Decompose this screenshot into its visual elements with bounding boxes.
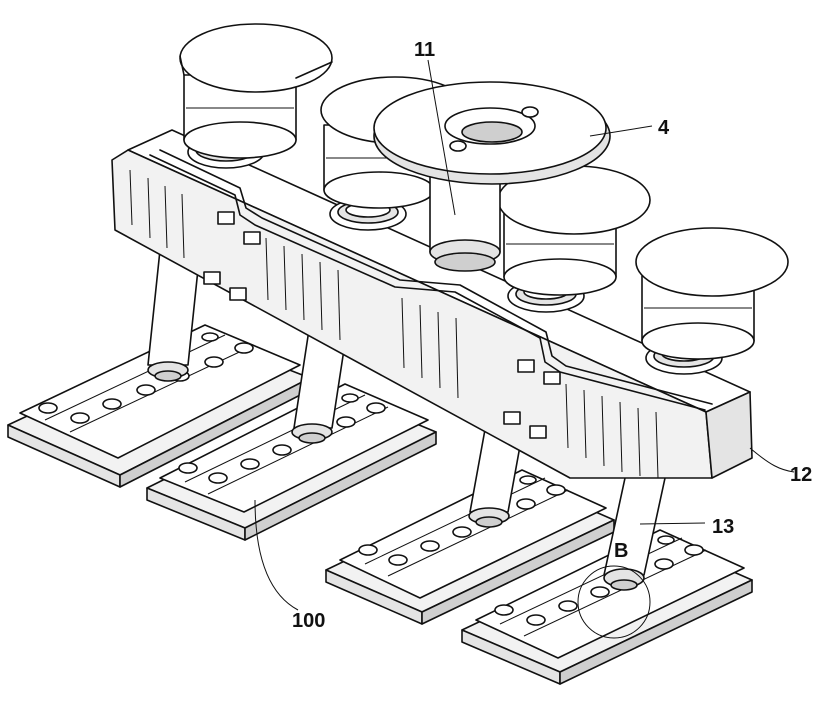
label-11: 11: [414, 39, 435, 61]
disc: [374, 82, 610, 184]
knob-3: [498, 166, 650, 295]
label-b: B: [614, 540, 628, 562]
label-13: 13: [712, 516, 734, 538]
label-4: 4: [658, 117, 670, 139]
knob-1: [180, 24, 332, 158]
label-100: 100: [292, 610, 325, 632]
label-12: 12: [790, 464, 812, 486]
knob-4: [636, 228, 788, 359]
